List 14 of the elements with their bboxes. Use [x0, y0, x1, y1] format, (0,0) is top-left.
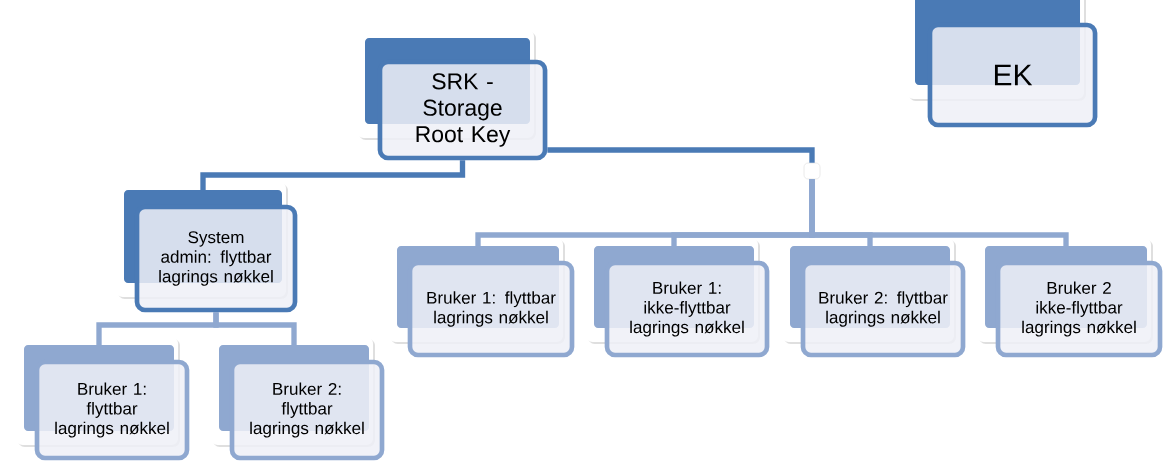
connector-line: [809, 179, 1069, 246]
node-box: Bruker 2 ikke-flyttbar lagrings nøkkel: [977, 238, 1163, 358]
node-box: System admin: flyttbar lagrings nøkkel: [116, 182, 298, 313]
node-box: Bruker 1: ikke-flyttbar lagrings nøkkel: [586, 238, 770, 358]
node-box: Bruker 1: flyttbar lagrings nøkkel: [16, 337, 190, 461]
connector-line: [547, 147, 815, 163]
node-box: EK: [907, 0, 1098, 128]
connector-line: [200, 160, 466, 190]
connector-line: [213, 312, 297, 345]
junction-box: [803, 162, 821, 180]
node-box: Bruker 1: flyttbar lagrings nøkkel: [389, 238, 575, 358]
node-box: SRK - Storage Root Key: [357, 30, 548, 161]
node-box: Bruker 2: flyttbar lagrings nøkkel: [211, 337, 385, 461]
node-box: Bruker 2: flyttbar lagrings nøkkel: [782, 238, 966, 358]
